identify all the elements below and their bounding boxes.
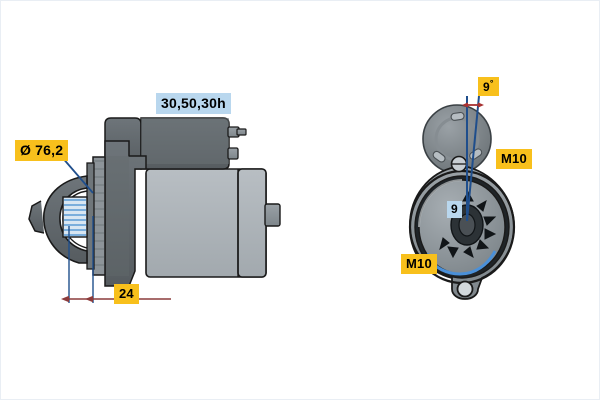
drive-fork-yoke bbox=[28, 175, 88, 264]
angle-label: 9° bbox=[478, 77, 499, 96]
diameter-label: Ø 76,2 bbox=[15, 140, 69, 161]
angle-value: 9 bbox=[483, 80, 490, 94]
mounting-hole-top bbox=[450, 155, 468, 173]
terminal-designation-label: 30,50,30h bbox=[156, 93, 231, 114]
dimension-24-label: 24 bbox=[114, 284, 139, 304]
motor-body bbox=[145, 168, 281, 278]
mounting-hole-bottom bbox=[456, 280, 474, 298]
extension-lines bbox=[68, 216, 94, 303]
m10-top-label: M10 bbox=[496, 149, 532, 169]
degree-symbol-icon: ° bbox=[489, 78, 494, 88]
mounting-flange bbox=[86, 156, 106, 276]
pinion-gear bbox=[62, 196, 88, 238]
diameter-leader-line bbox=[60, 155, 94, 194]
pinion-gear-front bbox=[439, 190, 497, 259]
solenoid-slots bbox=[432, 111, 483, 163]
pinion-teeth-count-label: 9 bbox=[447, 201, 462, 218]
drive-end-housing bbox=[104, 140, 147, 287]
m10-bottom-label: M10 bbox=[401, 254, 437, 274]
angle-reference-lines bbox=[466, 95, 480, 222]
